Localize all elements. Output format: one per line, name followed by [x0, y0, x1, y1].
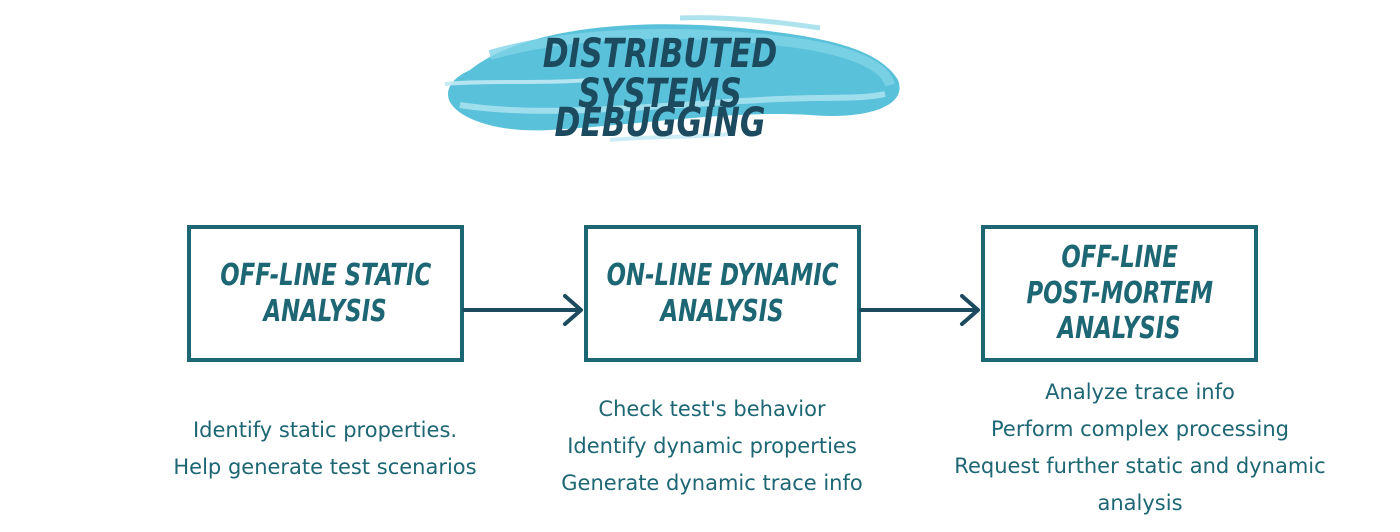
- stage-title-line: ON-LINE DYNAMIC: [606, 258, 839, 294]
- description-line: Help generate test scenarios: [173, 455, 477, 479]
- stage-box-offline-static: OFF-LINE STATIC ANALYSIS: [187, 225, 464, 362]
- stage-description-offline-static: Identify static properties. Help generat…: [125, 412, 525, 486]
- diagram-title-line-1: DISTRIBUTED SYSTEMS: [542, 31, 778, 117]
- stage-title-line: ANALYSIS: [1057, 311, 1182, 347]
- stage-title-line: OFF-LINE: [1061, 240, 1178, 276]
- description-line: Identify dynamic properties: [567, 434, 857, 458]
- diagram-title-line-2: DEBUGGING: [554, 100, 766, 146]
- description-line: Analyze trace info: [1045, 380, 1235, 404]
- stage-title-line: OFF-LINE STATIC: [220, 258, 431, 294]
- description-line: Generate dynamic trace info: [561, 471, 863, 495]
- arrow-right-icon: [859, 294, 980, 326]
- stage-box-offline-post-mortem: OFF-LINE POST-MORTEM ANALYSIS: [981, 225, 1258, 362]
- description-line: Request further static and dynamic: [954, 454, 1326, 478]
- stage-description-offline-post-mortem: Analyze trace info Perform complex proce…: [910, 374, 1370, 522]
- description-line: Check test's behavior: [598, 397, 826, 421]
- brush-stroke-background: [444, 15, 900, 142]
- stage-title-line: ANALYSIS: [263, 293, 388, 329]
- description-line: Identify static properties.: [192, 418, 458, 442]
- stage-box-online-dynamic: ON-LINE DYNAMIC ANALYSIS: [584, 225, 861, 362]
- description-line: Perform complex processing: [991, 417, 1289, 441]
- description-line: analysis: [1097, 491, 1183, 515]
- stage-description-online-dynamic: Check test's behavior Identify dynamic p…: [512, 391, 912, 502]
- arrow-right-icon: [462, 294, 583, 326]
- stage-title-line: POST-MORTEM: [1026, 275, 1213, 311]
- stage-title-line: ANALYSIS: [660, 293, 785, 329]
